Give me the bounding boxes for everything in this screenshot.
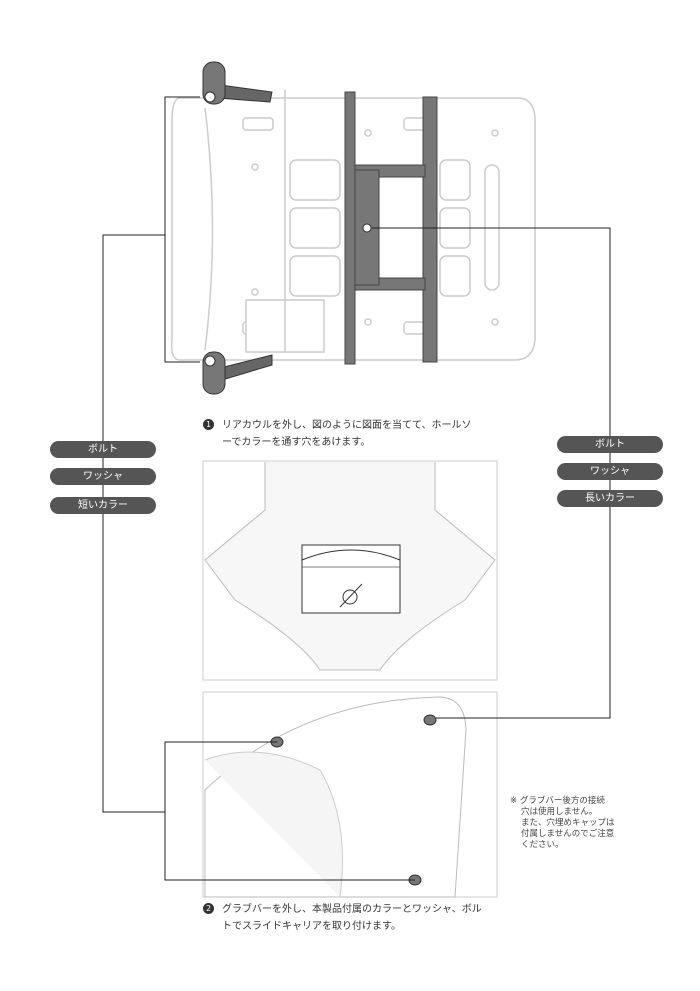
step-1-line-1: リアカウルを外し、図のように図面を当てて、ホールソ: [222, 420, 472, 431]
right-label-washer: ワッシャ: [557, 463, 663, 480]
grab-bar-mount-figure: [202, 691, 498, 898]
note-line: 付属しませんのでご注意: [521, 829, 615, 839]
note-mark: ※: [510, 796, 518, 806]
right-label-bolt: ボルト: [557, 436, 663, 453]
note: ※ グラブバー後方の接続 穴は使用しません。 また、穴埋めキャップは 付属しませ…: [510, 796, 640, 851]
slide-bracket: [344, 91, 438, 365]
step-2-instruction: 2 グラブバーを外し、本製品付属のカラーとワッシャ、ボル トでスライドキャリアを取…: [203, 901, 513, 935]
step-number-badge: 2: [203, 903, 214, 914]
rear-cowl-template-figure: [202, 460, 498, 681]
note-line: 穴は使用しません。: [521, 807, 598, 817]
step-1-instruction: 1 リアカウルを外し、図のように図面を当てて、ホールソ ーでカラーを通す穴をあけま…: [203, 417, 513, 451]
step-2-line-1: グラブバーを外し、本製品付属のカラーとワッシャ、ボル: [222, 904, 482, 915]
knob-top: [202, 61, 273, 105]
note-line: グラブバー後方の接続: [519, 796, 605, 806]
note-line: また、穴埋めキャップは: [521, 818, 615, 828]
right-label-long-collar: 長いカラー: [557, 490, 663, 507]
left-label-bolt: ボルト: [50, 441, 156, 458]
left-label-washer: ワッシャ: [50, 468, 156, 485]
knob-bottom: [202, 351, 273, 395]
left-label-short-collar: 短いカラー: [50, 497, 156, 514]
step-1-line-2: ーでカラーを通す穴をあけます。: [222, 437, 371, 448]
note-line: ください。: [521, 840, 564, 850]
step-number-badge: 1: [203, 419, 214, 430]
step-2-line-2: トでスライドキャリアを取り付けます。: [222, 921, 401, 932]
